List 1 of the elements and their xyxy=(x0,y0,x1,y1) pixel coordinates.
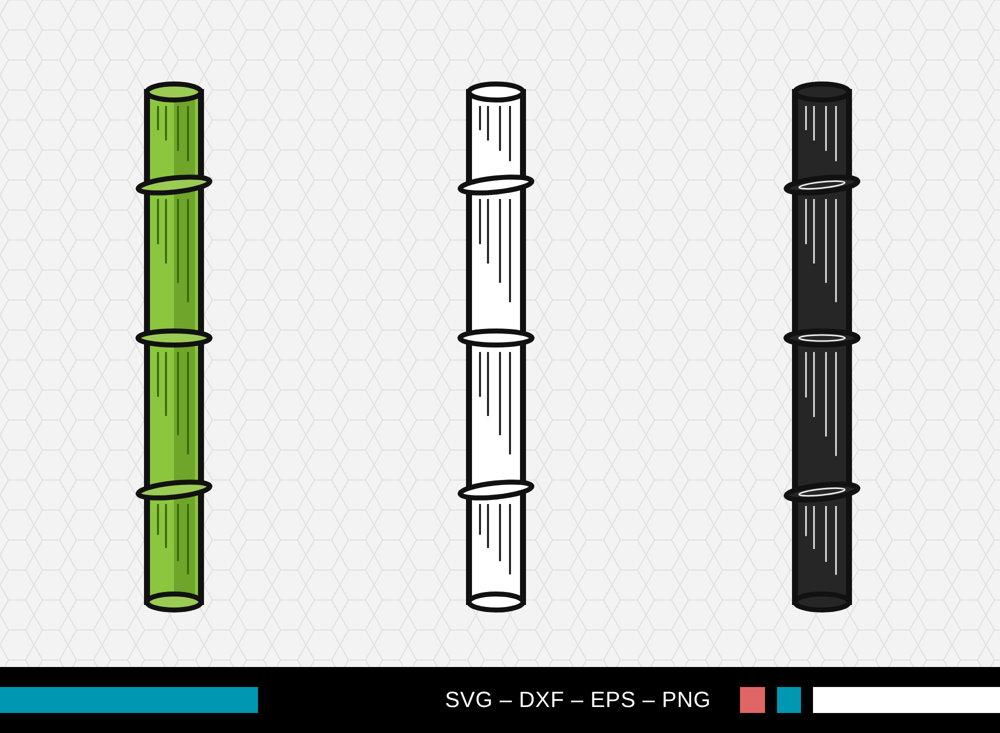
file-formats-text: SVG – DXF – EPS – PNG xyxy=(445,687,712,713)
